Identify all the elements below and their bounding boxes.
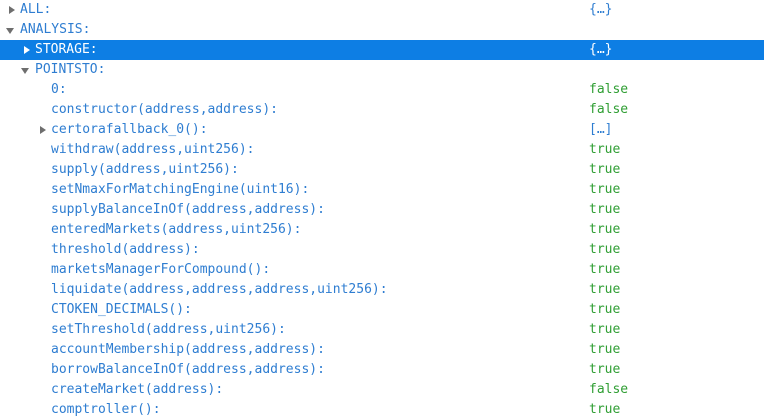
tree-key: 0:	[51, 82, 67, 97]
tree-key: withdraw(address,uint256):	[51, 142, 255, 157]
tree-row[interactable]: supplyBalanceInOf(address,address): true	[0, 200, 764, 220]
tree-row[interactable]: withdraw(address,uint256): true	[0, 140, 764, 160]
tree-key: supplyBalanceInOf(address,address):	[51, 202, 325, 217]
tree-value: {…}	[589, 2, 613, 17]
tree-key: threshold(address):	[51, 242, 200, 257]
tree-row[interactable]: certorafallback_0(): […]	[0, 120, 764, 140]
tree-row[interactable]: enteredMarkets(address,uint256): true	[0, 220, 764, 240]
tree-value: false	[589, 82, 629, 97]
tree-value: true	[589, 342, 621, 357]
tree-value: true	[589, 402, 621, 417]
tree-row[interactable]: POINTSTO:	[0, 60, 764, 80]
collapse-arrow-icon[interactable]	[4, 20, 18, 40]
tree-value: true	[589, 222, 621, 237]
tree-key: POINTSTO:	[35, 62, 106, 77]
expand-arrow-icon[interactable]	[35, 120, 49, 140]
tree-row-selected[interactable]: STORAGE: {…}	[0, 40, 764, 60]
tree-key: ANALYSIS:	[20, 22, 91, 37]
tree-row[interactable]: ALL: {…}	[0, 0, 764, 20]
tree-key: constructor(address,address):	[51, 102, 278, 117]
tree-value: true	[589, 282, 621, 297]
tree-row[interactable]: comptroller(): true	[0, 400, 764, 420]
tree-row[interactable]: setThreshold(address,uint256): true	[0, 320, 764, 340]
tree-row[interactable]: setNmaxForMatchingEngine(uint16): true	[0, 180, 764, 200]
tree-value: false	[589, 382, 629, 397]
tree-value: false	[589, 102, 629, 117]
tree-key: STORAGE:	[35, 42, 98, 57]
tree-key: ALL:	[20, 2, 52, 17]
tree-key: accountMembership(address,address):	[51, 342, 325, 357]
tree-key: borrowBalanceInOf(address,address):	[51, 362, 325, 377]
tree-value: {…}	[589, 42, 613, 57]
tree-row[interactable]: threshold(address): true	[0, 240, 764, 260]
expand-arrow-icon[interactable]	[4, 0, 18, 20]
tree-value: true	[589, 302, 621, 317]
tree-key: CTOKEN_DECIMALS():	[51, 302, 192, 317]
tree-row[interactable]: marketsManagerForCompound(): true	[0, 260, 764, 280]
tree-key: liquidate(address,address,address,uint25…	[51, 282, 388, 297]
tree-value: true	[589, 362, 621, 377]
tree-value: […]	[589, 122, 613, 137]
collapse-arrow-icon[interactable]	[19, 60, 33, 80]
tree-key: certorafallback_0():	[51, 122, 208, 137]
tree-row[interactable]: CTOKEN_DECIMALS(): true	[0, 300, 764, 320]
tree-row[interactable]: borrowBalanceInOf(address,address): true	[0, 360, 764, 380]
tree-value: true	[589, 262, 621, 277]
tree-row[interactable]: ANALYSIS:	[0, 20, 764, 40]
tree-key: supply(address,uint256):	[51, 162, 239, 177]
tree-row[interactable]: supply(address,uint256): true	[0, 160, 764, 180]
tree-row[interactable]: constructor(address,address): false	[0, 100, 764, 120]
tree-key: enteredMarkets(address,uint256):	[51, 222, 302, 237]
tree-value: true	[589, 202, 621, 217]
tree-row[interactable]: 0: false	[0, 80, 764, 100]
tree-key: setThreshold(address,uint256):	[51, 322, 286, 337]
tree-key: marketsManagerForCompound():	[51, 262, 271, 277]
tree-value: true	[589, 242, 621, 257]
tree-row[interactable]: accountMembership(address,address): true	[0, 340, 764, 360]
expand-arrow-icon[interactable]	[19, 40, 33, 60]
tree-value: true	[589, 322, 621, 337]
tree-value: true	[589, 142, 621, 157]
tree-row[interactable]: liquidate(address,address,address,uint25…	[0, 280, 764, 300]
tree-row[interactable]: createMarket(address): false	[0, 380, 764, 400]
tree-key: setNmaxForMatchingEngine(uint16):	[51, 182, 310, 197]
tree-value: true	[589, 182, 621, 197]
tree-key: comptroller():	[51, 402, 161, 417]
tree-key: createMarket(address):	[51, 382, 224, 397]
tree-value: true	[589, 162, 621, 177]
